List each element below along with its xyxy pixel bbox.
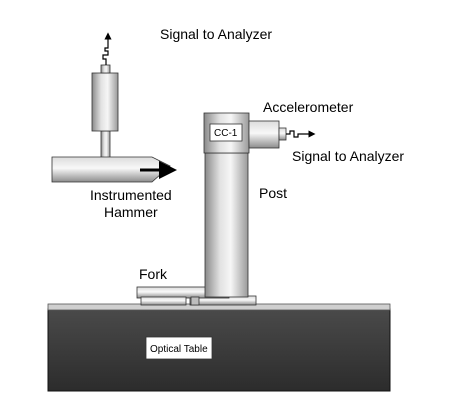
sensor-tag-label: CC-1	[214, 128, 238, 139]
hammer-label-line1: Instrumented	[90, 187, 172, 203]
accelerometer	[248, 120, 287, 149]
signal-arrow-right	[286, 130, 316, 138]
hammer-label-line2: Hammer	[104, 204, 158, 220]
table-label-box	[145, 336, 213, 360]
accelerometer-label: Accelerometer	[263, 99, 354, 115]
optical-table	[47, 303, 391, 392]
fork	[136, 286, 230, 306]
fork-label: Fork	[139, 266, 168, 282]
signal-arrow-top	[102, 32, 112, 65]
instrumented-hammer	[51, 64, 177, 183]
sensor-tag-box	[209, 123, 243, 142]
signal-right-label: Signal to Analyzer	[292, 148, 404, 164]
signal-top-label: Signal to Analyzer	[160, 26, 272, 42]
optical-table-label: Optical Table	[150, 344, 208, 355]
post-label: Post	[259, 185, 287, 201]
